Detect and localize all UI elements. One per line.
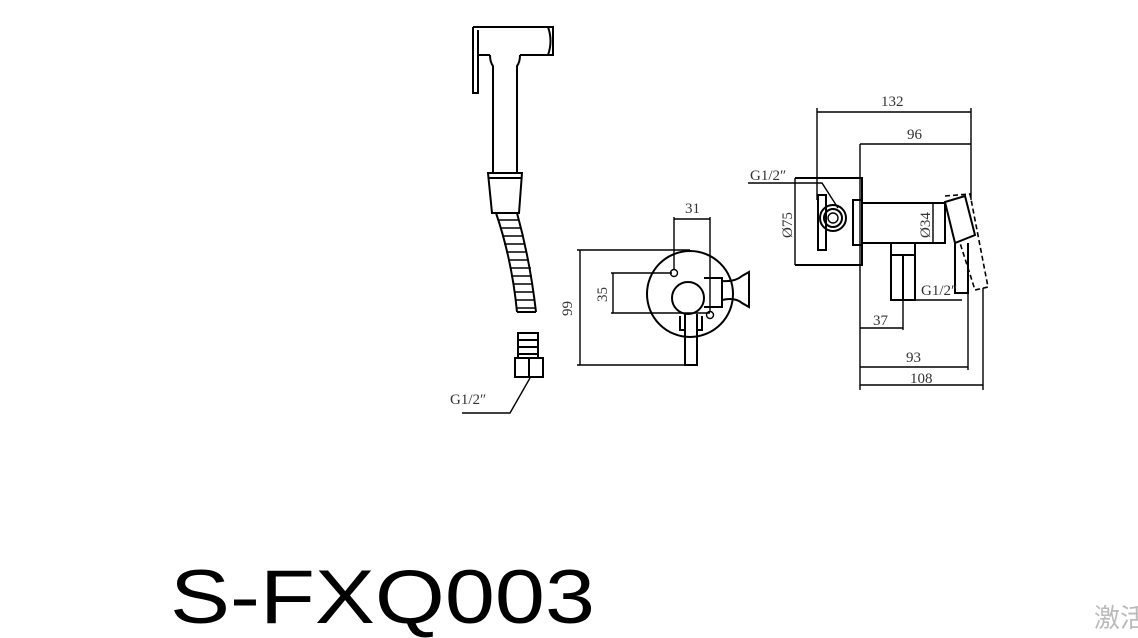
inlet-thread-label: G1/2″ xyxy=(750,168,786,184)
outlet-thread-label: G1/2″ xyxy=(921,283,957,299)
dim-108: 108 xyxy=(910,371,933,387)
dim-35: 35 xyxy=(595,287,611,302)
model-title: S-FXQ003 xyxy=(170,555,595,638)
dim-31: 31 xyxy=(685,201,700,217)
dim-99: 99 xyxy=(560,301,576,316)
side-view: 132 96 G1/2″ Ø75 Ø34 G1/2″ 37 93 108 xyxy=(748,94,989,390)
front-view: 31 99 35 xyxy=(560,201,750,366)
dim-93: 93 xyxy=(906,350,921,366)
dim-37: 37 xyxy=(873,313,889,329)
activation-watermark: 激活 xyxy=(1094,604,1138,634)
dim-d75: Ø75 xyxy=(780,212,796,238)
dim-96: 96 xyxy=(907,127,923,143)
dim-132: 132 xyxy=(881,94,904,110)
dim-d34: Ø34 xyxy=(918,212,934,238)
hand-sprayer: G1/2″ xyxy=(450,26,554,414)
sprayer-thread-label: G1/2″ xyxy=(450,392,486,408)
